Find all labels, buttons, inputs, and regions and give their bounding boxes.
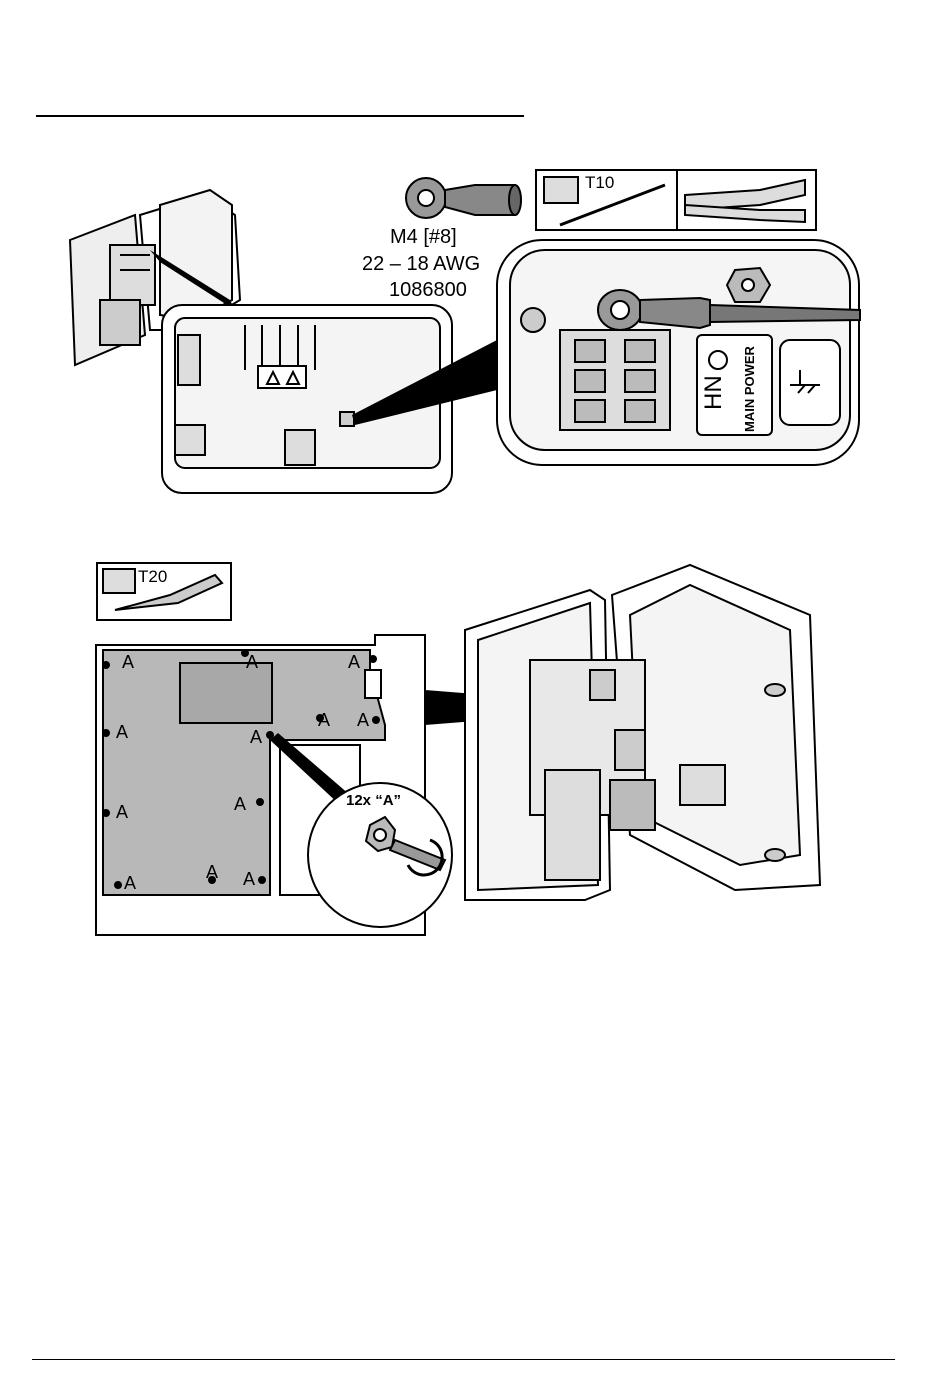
torx-driver-icon	[103, 569, 135, 593]
tool-driver-label: T10	[585, 173, 614, 193]
wire-gauge: 22 – 18 AWG	[362, 253, 480, 276]
screw-marker: A	[234, 794, 246, 815]
screw-marker: A	[243, 869, 255, 890]
main-power-label: MAIN POWER	[742, 346, 757, 432]
screw-marker: A	[124, 873, 136, 894]
screw-marker: A	[250, 727, 262, 748]
screw-marker: A	[116, 722, 128, 743]
footer-rule	[32, 1359, 895, 1360]
screw-marker: A	[116, 802, 128, 823]
part-size: M4 [#8]	[390, 226, 457, 249]
screw-count-callout: 12x “A”	[346, 792, 401, 809]
inset-terminal	[497, 240, 860, 465]
ring-terminal-icon	[406, 178, 521, 218]
open-enclosure	[465, 565, 820, 900]
screw-marker: A	[348, 652, 360, 673]
part-number: 1086800	[389, 279, 467, 302]
torx-driver-icon	[544, 177, 578, 203]
tool-driver-label: T20	[138, 567, 167, 587]
screw-marker: A	[357, 710, 369, 731]
tool-box	[536, 170, 816, 230]
figure-2-cover-screws	[0, 555, 950, 945]
screw-marker: A	[122, 652, 134, 673]
hn-label: HN	[700, 375, 728, 410]
screw-marker: A	[318, 710, 330, 731]
screw-marker: A	[206, 862, 218, 883]
screw-marker: A	[246, 652, 258, 673]
